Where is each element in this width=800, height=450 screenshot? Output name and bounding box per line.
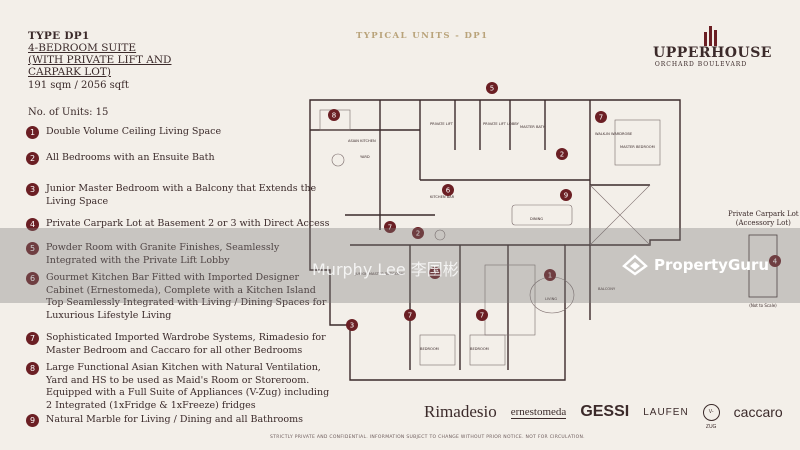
- svg-text:9: 9: [564, 192, 568, 200]
- brand-gessi: GESSI: [580, 403, 630, 420]
- brand-laufen: LAUFEN: [643, 406, 689, 418]
- propertyguru-logo-icon: [622, 254, 648, 276]
- disclaimer: STRICTLY PRIVATE AND CONFIDENTIAL. INFOR…: [270, 435, 585, 440]
- svg-text:2: 2: [416, 230, 420, 238]
- svg-text:7: 7: [433, 270, 437, 278]
- feature-item: 6 Gourmet Kitchen Bar Fitted with Importe…: [26, 272, 331, 322]
- room-label: MASTER BATH: [520, 125, 546, 129]
- room-label: YARD: [360, 155, 370, 159]
- feature-badge: 3: [26, 183, 39, 196]
- feature-badge: 1: [26, 126, 39, 139]
- feature-text: Double Volume Ceiling Living Space: [46, 126, 222, 137]
- plan-badge: 9: [560, 189, 572, 201]
- brand-subtitle: ORCHARD BOULEVARD: [654, 61, 748, 68]
- feature-text: All Bedrooms with an Ensuite Bath: [46, 152, 215, 163]
- svg-text:7: 7: [408, 312, 412, 320]
- svg-text:3: 3: [350, 322, 354, 330]
- room-label: BEDROOM: [420, 347, 439, 351]
- feature-text: Powder Room with Granite Finishes, Seaml…: [46, 242, 280, 266]
- feature-text: Gourmet Kitchen Bar Fitted with Imported…: [46, 272, 327, 321]
- suite-line-1: 4-BEDROOM SUITE: [28, 42, 137, 54]
- svg-text:7: 7: [480, 312, 484, 320]
- svg-text:7: 7: [388, 224, 392, 232]
- feature-item: 9 Natural Marble for Living / Dining and …: [26, 414, 331, 427]
- feature-text: Private Carpark Lot at Basement 2 or 3 w…: [46, 218, 330, 229]
- room-label: PRIVATE LIFT: [430, 122, 454, 126]
- svg-text:8: 8: [332, 112, 336, 120]
- plan-badge: 5: [486, 82, 498, 94]
- brand-name: UPPERHOUSE: [653, 45, 772, 61]
- brand-block: UPPERHOUSE ORCHARD BOULEVARD: [653, 45, 772, 68]
- unit-count: No. of Units: 15: [28, 107, 109, 118]
- suite-line-3: CARPARK LOT): [28, 66, 111, 78]
- plan-badge: 6: [442, 184, 454, 196]
- room-label: LIVING: [545, 297, 557, 301]
- feature-text: Sophisticated Imported Wardrobe Systems,…: [46, 332, 326, 356]
- plan-badge: 2: [556, 148, 568, 160]
- plan-badge: 7: [404, 309, 416, 321]
- feature-item: 2 All Bedrooms with an Ensuite Bath: [26, 152, 331, 165]
- feature-text: Junior Master Bedroom with a Balcony tha…: [46, 183, 317, 207]
- room-label: MASTER BEDROOM: [620, 145, 655, 149]
- feature-badge: 4: [26, 218, 39, 231]
- brand-ernestomeda: ernestomeda: [510, 405, 567, 419]
- feature-item: 1 Double Volume Ceiling Living Space: [26, 126, 331, 139]
- svg-text:7: 7: [599, 114, 603, 122]
- brand-rimadesio: Rimadesio: [424, 402, 497, 421]
- feature-item: 5 Powder Room with Granite Finishes, Seam…: [26, 242, 331, 267]
- feature-badge: 5: [26, 242, 39, 255]
- plan-badge: 7: [384, 221, 396, 233]
- room-label: WALK-IN WARDROBE: [595, 132, 633, 136]
- unit-area: 191 sqm / 2056 sqft: [28, 80, 129, 91]
- carpark-scale-note: (Not to Scale): [750, 303, 778, 308]
- room-label: DINING: [530, 217, 543, 221]
- carpark-badge: 4: [773, 258, 778, 266]
- propertyguru-watermark: PropertyGuru: [622, 254, 769, 276]
- feature-item: 7 Sophisticated Imported Wardrobe Systems…: [26, 332, 331, 357]
- room-label: ASIAN KITCHEN: [348, 139, 376, 143]
- room-label: BALCONY: [598, 287, 616, 291]
- unit-type: TYPE DP1: [28, 30, 90, 42]
- svg-text:2: 2: [560, 151, 564, 159]
- feature-item: 4 Private Carpark Lot at Basement 2 or 3 …: [26, 218, 331, 231]
- brand-caccaro: caccaro: [733, 404, 783, 420]
- plan-badge: 3: [346, 319, 358, 331]
- feature-badge: 7: [26, 332, 39, 345]
- room-label: BEDROOM: [470, 347, 489, 351]
- plan-badge: 8: [328, 109, 340, 121]
- feature-text: Natural Marble for Living / Dining and a…: [46, 414, 303, 425]
- carpark-note: Private Carpark Lot (Accessory Lot) 4 (N…: [728, 210, 799, 311]
- brand-vzug: V-ZUG: [702, 403, 720, 430]
- room-label: JUNIOR MASTER BEDROOM: [354, 272, 404, 276]
- plan-badge: 1: [544, 269, 556, 281]
- plan-badge: 2: [412, 227, 424, 239]
- plan-badge: 7: [429, 267, 441, 279]
- plan-title: TYPICAL UNITS - DP1: [356, 31, 489, 41]
- plan-badge: 7: [476, 309, 488, 321]
- agent-watermark: Murphy Lee 李国彬: [312, 260, 459, 279]
- brand-partners: Rimadesio ernestomeda GESSI LAUFEN V-ZUG…: [424, 402, 783, 430]
- propertyguru-text: PropertyGuru: [654, 256, 770, 274]
- suite-line-2: (WITH PRIVATE LIFT AND: [28, 54, 172, 66]
- carpark-label-2: (Accessory Lot): [735, 219, 791, 227]
- watermark-band: [0, 228, 800, 303]
- carpark-label-1: Private Carpark Lot: [728, 210, 799, 218]
- feature-item: 8 Large Functional Asian Kitchen with Nat…: [26, 362, 331, 412]
- svg-text:6: 6: [446, 187, 451, 195]
- room-label: KITCHEN BAR: [430, 195, 455, 199]
- feature-badge: 6: [26, 272, 39, 285]
- svg-text:5: 5: [490, 85, 494, 93]
- carpark-lot-diagram: 4 (Not to Scale): [748, 234, 782, 308]
- feature-badge: 8: [26, 362, 39, 375]
- room-label: PRIVATE LIFT LOBBY: [483, 122, 520, 126]
- plan-badge: 7: [595, 111, 607, 123]
- feature-item: 3 Junior Master Bedroom with a Balcony th…: [26, 183, 331, 208]
- brand-logo-icon: [704, 26, 717, 46]
- floor-plan: ASIAN KITCHEN PRIVATE LIFT PRIVATE LIFT …: [309, 82, 681, 381]
- feature-text: Large Functional Asian Kitchen with Natu…: [46, 362, 330, 411]
- header-block: TYPE DP1 4-BEDROOM SUITE (WITH PRIVATE L…: [28, 30, 328, 118]
- svg-text:1: 1: [548, 272, 552, 280]
- feature-badge: 9: [26, 414, 39, 427]
- feature-badge: 2: [26, 152, 39, 165]
